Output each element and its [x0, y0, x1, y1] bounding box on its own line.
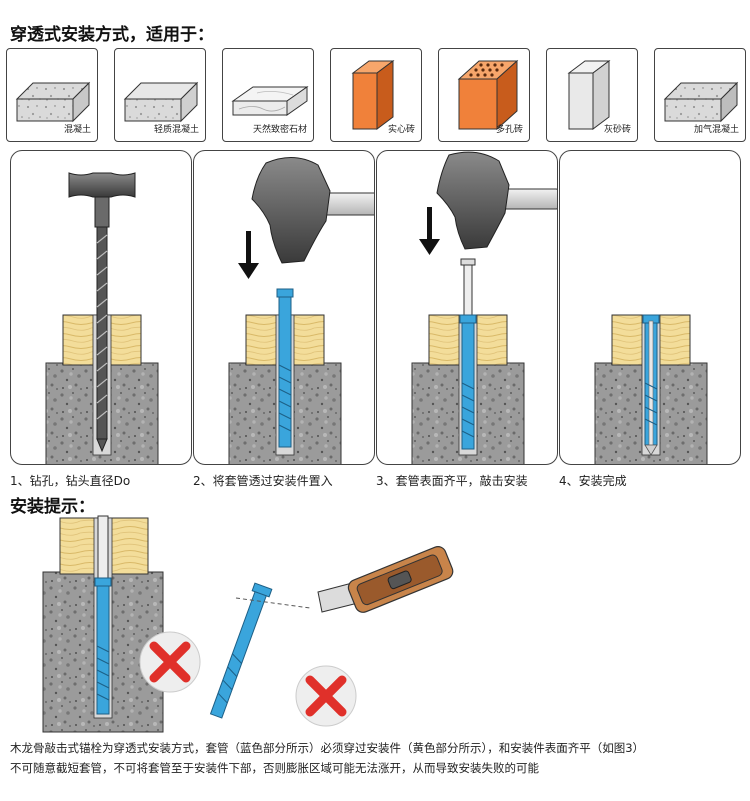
material-card-solid-brick: 实心砖 [330, 48, 422, 142]
material-label: 多孔砖 [495, 125, 523, 135]
material-card-concrete: 混凝土 [6, 48, 98, 142]
anchor-sleeve [459, 314, 477, 450]
note-line-1: 木龙骨敲击式锚栓为穿透式安装方式，套管（蓝色部分所示）必须穿过安装件（黄色部分所… [10, 741, 645, 755]
hammer-icon [436, 151, 557, 250]
anchor-sleeve [209, 582, 273, 719]
lightweight-concrete-block-icon [123, 81, 199, 123]
anchor-sleeve [276, 288, 294, 448]
installed-anchor [642, 314, 660, 456]
anchor-sleeve [94, 577, 112, 715]
arrow-down-icon [238, 231, 259, 279]
material-label: 天然致密石材 [252, 125, 307, 135]
utility-knife-icon [317, 546, 454, 613]
note-line-2: 不可随意截短套管，不可将套管至于安装件下部，否则膨胀区域可能无法涨开，从而导致安… [10, 761, 539, 775]
concrete-block-icon [15, 81, 91, 123]
step-caption: 3、套管表面齐平，敲击安装 [376, 474, 528, 488]
material-label: 实心砖 [387, 125, 415, 135]
material-label: 灰砂砖 [603, 125, 631, 135]
arrow-down-icon [419, 207, 440, 255]
hammer-icon [251, 157, 374, 264]
material-label: 轻质混凝土 [153, 125, 199, 135]
aerated-concrete-block-icon [663, 81, 739, 123]
perforated-brick-icon [457, 59, 519, 131]
error-cross-icon [139, 631, 201, 693]
step-panel-drill [10, 150, 192, 465]
material-card-lightweight-concrete: 轻质混凝土 [114, 48, 206, 142]
step-panel-complete [559, 150, 741, 465]
tips-illustration [42, 515, 454, 733]
step-caption: 4、安装完成 [559, 474, 627, 488]
section-title-install-method: 穿透式安装方式，适用于： [10, 25, 214, 45]
step-panel-insert [193, 150, 375, 465]
material-card-natural-stone: 天然致密石材 [222, 48, 314, 142]
step-caption: 2、将套管透过安装件置入 [193, 474, 333, 488]
step-caption: 1、钻孔，钻头直径Do [10, 474, 131, 488]
error-cross-icon [295, 665, 357, 727]
material-card-sand-lime-brick: 灰砂砖 [546, 48, 638, 142]
material-card-perforated-brick: 多孔砖 [438, 48, 530, 142]
solid-brick-icon [351, 60, 395, 130]
material-label: 加气混凝土 [693, 125, 739, 135]
sand-lime-brick-icon [567, 60, 611, 130]
section-title-tips: 安装提示： [10, 497, 95, 517]
step-panel-hammer [376, 150, 558, 465]
drill-bit-icon [68, 172, 136, 453]
material-card-aerated-concrete: 加气混凝土 [654, 48, 746, 142]
natural-stone-block-icon [231, 86, 309, 116]
material-label: 混凝土 [63, 125, 91, 135]
